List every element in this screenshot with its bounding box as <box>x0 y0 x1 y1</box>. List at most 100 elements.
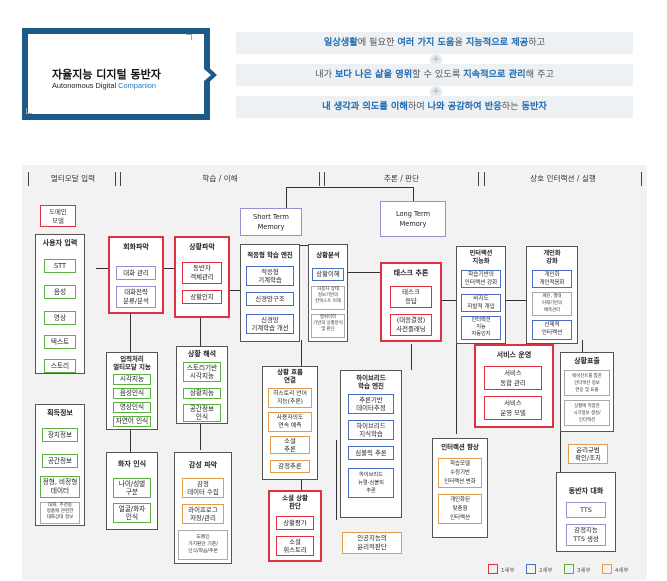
space-info-node: 공간정보 <box>42 454 78 468</box>
vision-intel-node: 시각지능 <box>113 374 151 385</box>
age-gender-node: 나이/성별 구분 <box>113 478 151 498</box>
personal-model-node: 개인화된 맞춤형 인터랙션 <box>438 494 482 524</box>
tagline-2: 내가 보다 나은 삶을 영위할 수 있도록 지속적으로 관리해 주고 <box>236 64 633 86</box>
video-recog-node: 영상인식 <box>113 402 151 413</box>
structured-data-node: 정형, 비정형 데이터 <box>40 476 80 498</box>
story-node: 스토리 <box>44 359 76 373</box>
interaction-eval-node: 인터랙션 지능 자동인지 <box>461 316 501 340</box>
ai-ethics-node: 인공지능의 윤리적판단 <box>342 532 402 554</box>
connector <box>162 268 174 269</box>
situation-analyze-label: 상황분석 <box>316 251 340 259</box>
hybrid-knowledge-node: 하이브리드 지식학습 <box>348 420 394 440</box>
connector <box>560 432 561 472</box>
convo-mgmt-node: 대화 관리 <box>116 266 156 280</box>
legend-label: 2세부 <box>539 568 553 574</box>
situation-flow-label: 상황 흐름 연결 <box>277 368 303 384</box>
corner-mark-bl <box>26 108 32 114</box>
speaker-recog-label: 화자 인식 <box>117 460 147 468</box>
companion-object-node: 동반자 객체관리 <box>182 262 222 284</box>
header-interaction: 상호 인터랙션 / 실행 <box>530 174 596 183</box>
service-mgmt-node: 서비스 동합 관리 <box>484 366 542 390</box>
long-term-memory-node: Long Term Memory <box>380 201 446 237</box>
header-learning: 학습 / 이해 <box>202 174 238 183</box>
hybrid-engine-label: 하이브리드 학습 엔진 <box>356 374 386 390</box>
reasoning-base-node: 추론기반 데이터추정 <box>348 394 394 414</box>
connector <box>286 187 414 188</box>
short-term-memory-node: Short Term Memory <box>240 208 302 236</box>
social-reason-node: 소셜 휘스토리 <box>276 536 314 556</box>
connector <box>413 187 414 201</box>
location-info-node: 장치정보 <box>42 428 78 442</box>
connector <box>506 300 528 301</box>
situation-understand-node: 상황이해 <box>312 268 344 281</box>
hybrid-neuro-node: 하이브리드 뉴럴-심볼릭 추론 <box>348 468 394 498</box>
personal-reason-node: 선제적 인터랙션 <box>532 320 572 340</box>
legend-label: 4세부 <box>615 568 629 574</box>
situation-intel-node: 상황지능 <box>183 388 221 399</box>
connector <box>411 344 412 370</box>
situation-eval-node: 상황평가 <box>276 516 314 530</box>
header-bracket <box>324 172 479 186</box>
subtitle-text: Autonomous Digital Companion <box>52 81 156 90</box>
multimodal-proc-label: 입력처리 멀티모달 지능 <box>113 355 151 371</box>
situation-analysis-label: 상황 해석 <box>187 350 217 358</box>
convo-grasp-label: 회화파악 <box>123 243 149 251</box>
decision-node: (대응결정) 사전플래닝 <box>390 314 432 336</box>
service-model-node: 서비스 운영 모델 <box>484 396 542 420</box>
emotion-reason-node: 소설 추론 <box>270 436 310 454</box>
domain-model-node: 도메인 모델 <box>40 205 76 227</box>
personal-intel-label: 개인화 강화 <box>543 250 561 265</box>
nonverbal-node: 비지도 자발적 개입 <box>461 294 501 312</box>
legend-swatch-orange <box>602 564 612 574</box>
tagline-1: 일상생활에 필요한 여러 가지 도움을 지능적으로 제공하고 <box>236 32 633 54</box>
personal-learning-node: 개인화 개인적응화 <box>532 270 572 288</box>
agent-based-node: 상황에 적합한 시각정보 생성/ 인터랙션 <box>564 400 610 426</box>
situation-recog-node: 상황인지 <box>182 290 222 304</box>
connector <box>200 424 201 450</box>
connector <box>130 430 131 452</box>
behavior-pred-node: 행위이력 기반의 상황분석 및 판단 <box>311 314 345 338</box>
interaction-intel-label: 인터랙션 지능화 <box>469 250 493 265</box>
legend-label: 1세부 <box>501 568 515 574</box>
title-text: 자율지능 디지털 동반자 <box>52 68 161 81</box>
situation-based-node: 에이전트를 통한 인터랙션 정보 연동 및 표출 <box>564 370 610 396</box>
text-node: 텍스트 <box>44 335 76 349</box>
story-vision-node: 스토리기반 시각지능 <box>183 362 221 382</box>
header-multimodal: 멀티모달 입력 <box>50 174 96 183</box>
emotion-judge-label: 소셜 상황 판단 <box>282 494 308 510</box>
header-bracket <box>484 172 642 186</box>
service-op-label: 서비스 운영 <box>496 351 532 359</box>
user-state-node: 사용자 상태 정보기반의 컨텍스트 이해 <box>311 286 345 310</box>
legend-swatch-red <box>488 564 498 574</box>
connector <box>582 340 583 358</box>
symbolic-node: 심볼릭 추론 <box>348 446 394 460</box>
legend-swatch-blue <box>526 564 536 574</box>
connector <box>441 300 457 301</box>
learning-based-node: 학습기반의 인터랙션 강화 <box>461 270 501 288</box>
ethics-rule-node: 윤리규범 확인/조치 <box>568 444 608 464</box>
user-intent-node: 사용자의도 연속 예측 <box>268 412 312 432</box>
emotion-tts-node: 감정지능 TTS 생성 <box>566 524 606 546</box>
legend-swatch-green <box>564 564 574 574</box>
stt-node: STT <box>44 259 76 273</box>
header-reasoning: 추론 / 판단 <box>383 174 420 183</box>
companion-talk-label: 동반자 대화 <box>568 487 604 495</box>
plus-icon: + <box>430 86 442 98</box>
connector <box>286 187 287 209</box>
situation-grasp-label: 상황파악 <box>189 243 215 251</box>
plus-icon: + <box>430 54 442 66</box>
title-card <box>22 28 210 120</box>
adaptive-plan-node: 적응형 기계학습 <box>246 266 294 286</box>
task-node: 태스크 응답 <box>390 286 432 308</box>
connector <box>336 440 337 520</box>
connector <box>200 318 201 346</box>
emotion-grasp-label: 감성 파악 <box>188 461 218 469</box>
header-bracket <box>28 172 116 186</box>
connector <box>229 290 241 291</box>
legend-label: 3세부 <box>577 568 591 574</box>
nlp-node: 자연어 인식 <box>113 416 151 427</box>
user-input-group <box>35 234 85 374</box>
connector <box>298 245 310 246</box>
connector <box>96 268 108 269</box>
story-based-node: 히스토리 언어 지능(추론) <box>268 388 312 408</box>
